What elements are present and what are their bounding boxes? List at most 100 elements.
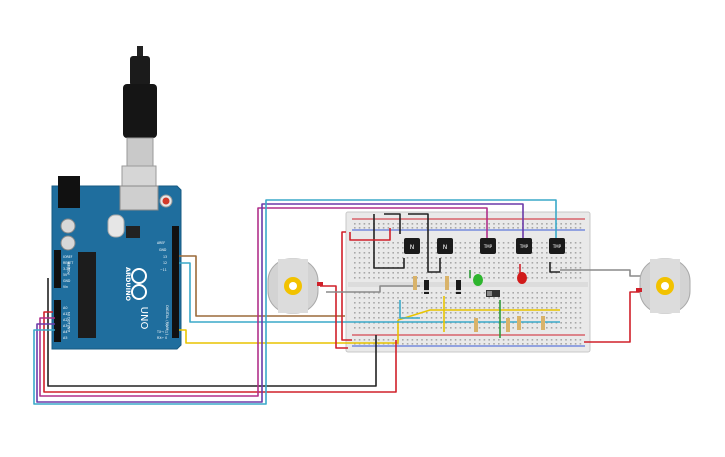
- breadboard-hole[interactable]: [502, 302, 505, 304]
- breadboard-hole[interactable]: [363, 297, 366, 299]
- breadboard-hole[interactable]: [502, 247, 505, 249]
- breadboard-hole[interactable]: [507, 317, 510, 319]
- breadboard-hole[interactable]: [421, 302, 423, 304]
- breadboard-hole[interactable]: [402, 312, 404, 314]
- breadboard-hole[interactable]: [402, 307, 404, 309]
- breadboard-hole[interactable]: [358, 223, 361, 225]
- breadboard-hole[interactable]: [426, 312, 428, 314]
- breadboard-hole[interactable]: [560, 267, 562, 269]
- breadboard-hole[interactable]: [474, 257, 476, 259]
- breadboard-hole[interactable]: [478, 327, 481, 329]
- breadboard-hole[interactable]: [421, 277, 423, 279]
- breadboard-hole[interactable]: [421, 257, 423, 259]
- breadboard-hole[interactable]: [469, 307, 471, 309]
- breadboard-hole[interactable]: [421, 317, 423, 319]
- breadboard-hole[interactable]: [397, 277, 399, 279]
- breadboard-hole[interactable]: [574, 317, 577, 319]
- breadboard-hole[interactable]: [474, 227, 476, 229]
- breadboard-hole[interactable]: [546, 223, 548, 225]
- breadboard-hole[interactable]: [498, 267, 500, 269]
- breadboard-hole[interactable]: [406, 292, 409, 294]
- breadboard-hole[interactable]: [546, 302, 548, 304]
- breadboard-hole[interactable]: [430, 277, 433, 279]
- breadboard-hole[interactable]: [392, 252, 394, 254]
- breadboard-hole[interactable]: [454, 297, 457, 299]
- breadboard-hole[interactable]: [354, 257, 356, 259]
- breadboard-hole[interactable]: [435, 277, 438, 279]
- breadboard-hole[interactable]: [445, 257, 447, 259]
- breadboard-hole[interactable]: [411, 227, 414, 229]
- breadboard-hole[interactable]: [459, 262, 462, 264]
- breadboard-hole[interactable]: [459, 339, 462, 341]
- breadboard-hole[interactable]: [454, 343, 457, 345]
- breadboard-hole[interactable]: [459, 227, 462, 229]
- breadboard-hole[interactable]: [392, 307, 394, 309]
- resistor-5[interactable]: [517, 316, 521, 330]
- breadboard-hole[interactable]: [368, 312, 370, 314]
- breadboard-hole[interactable]: [421, 267, 423, 269]
- breadboard-hole[interactable]: [574, 223, 577, 225]
- breadboard-hole[interactable]: [406, 223, 409, 225]
- breadboard-hole[interactable]: [416, 257, 418, 259]
- pnp-transistor-2[interactable]: TMP: [516, 238, 532, 254]
- breadboard-hole[interactable]: [445, 339, 447, 341]
- breadboard-hole[interactable]: [464, 242, 466, 244]
- breadboard-hole[interactable]: [565, 242, 567, 244]
- breadboard-hole[interactable]: [378, 252, 380, 254]
- breadboard-hole[interactable]: [464, 339, 466, 341]
- breadboard-hole[interactable]: [373, 297, 375, 299]
- breadboard-hole[interactable]: [469, 267, 471, 269]
- breadboard-hole[interactable]: [550, 257, 553, 259]
- breadboard-hole[interactable]: [392, 317, 394, 319]
- breadboard-hole[interactable]: [512, 312, 514, 314]
- breadboard-hole[interactable]: [550, 307, 553, 309]
- breadboard-hole[interactable]: [402, 272, 404, 274]
- breadboard-hole[interactable]: [493, 317, 495, 319]
- breadboard-hole[interactable]: [382, 242, 385, 244]
- breadboard-hole[interactable]: [354, 252, 356, 254]
- breadboard-hole[interactable]: [574, 339, 577, 341]
- breadboard-hole[interactable]: [363, 223, 366, 225]
- resistor-3[interactable]: [474, 318, 478, 332]
- breadboard-hole[interactable]: [435, 252, 438, 254]
- breadboard-hole[interactable]: [541, 343, 543, 345]
- breadboard-hole[interactable]: [522, 262, 524, 264]
- breadboard-hole[interactable]: [469, 312, 471, 314]
- breadboard-hole[interactable]: [570, 307, 572, 309]
- breadboard-hole[interactable]: [426, 227, 428, 229]
- breadboard-hole[interactable]: [459, 343, 462, 345]
- breadboard-hole[interactable]: [546, 317, 548, 319]
- breadboard-hole[interactable]: [507, 252, 510, 254]
- breadboard-hole[interactable]: [363, 272, 366, 274]
- breadboard-hole[interactable]: [402, 302, 404, 304]
- breadboard-hole[interactable]: [502, 252, 505, 254]
- breadboard-hole[interactable]: [507, 242, 510, 244]
- breadboard-hole[interactable]: [459, 302, 462, 304]
- breadboard-hole[interactable]: [512, 223, 514, 225]
- breadboard-hole[interactable]: [517, 343, 519, 345]
- breadboard-hole[interactable]: [536, 339, 538, 341]
- breadboard-hole[interactable]: [483, 339, 486, 341]
- breadboard-hole[interactable]: [483, 272, 486, 274]
- breadboard-hole[interactable]: [560, 327, 562, 329]
- breadboard-hole[interactable]: [354, 317, 356, 319]
- breadboard-hole[interactable]: [517, 312, 519, 314]
- breadboard-hole[interactable]: [450, 272, 452, 274]
- breadboard-hole[interactable]: [435, 292, 438, 294]
- breadboard-hole[interactable]: [546, 267, 548, 269]
- breadboard-hole[interactable]: [411, 307, 414, 309]
- breadboard-hole[interactable]: [387, 292, 390, 294]
- breadboard-hole[interactable]: [483, 327, 486, 329]
- breadboard-hole[interactable]: [406, 343, 409, 345]
- breadboard-hole[interactable]: [435, 327, 438, 329]
- breadboard-hole[interactable]: [464, 297, 466, 299]
- breadboard-hole[interactable]: [406, 339, 409, 341]
- breadboard-hole[interactable]: [454, 317, 457, 319]
- breadboard-hole[interactable]: [474, 292, 476, 294]
- breadboard-hole[interactable]: [574, 302, 577, 304]
- breadboard-hole[interactable]: [546, 297, 548, 299]
- breadboard-hole[interactable]: [541, 339, 543, 341]
- breadboard-hole[interactable]: [517, 272, 519, 274]
- breadboard-hole[interactable]: [555, 302, 558, 304]
- breadboard-hole[interactable]: [498, 317, 500, 319]
